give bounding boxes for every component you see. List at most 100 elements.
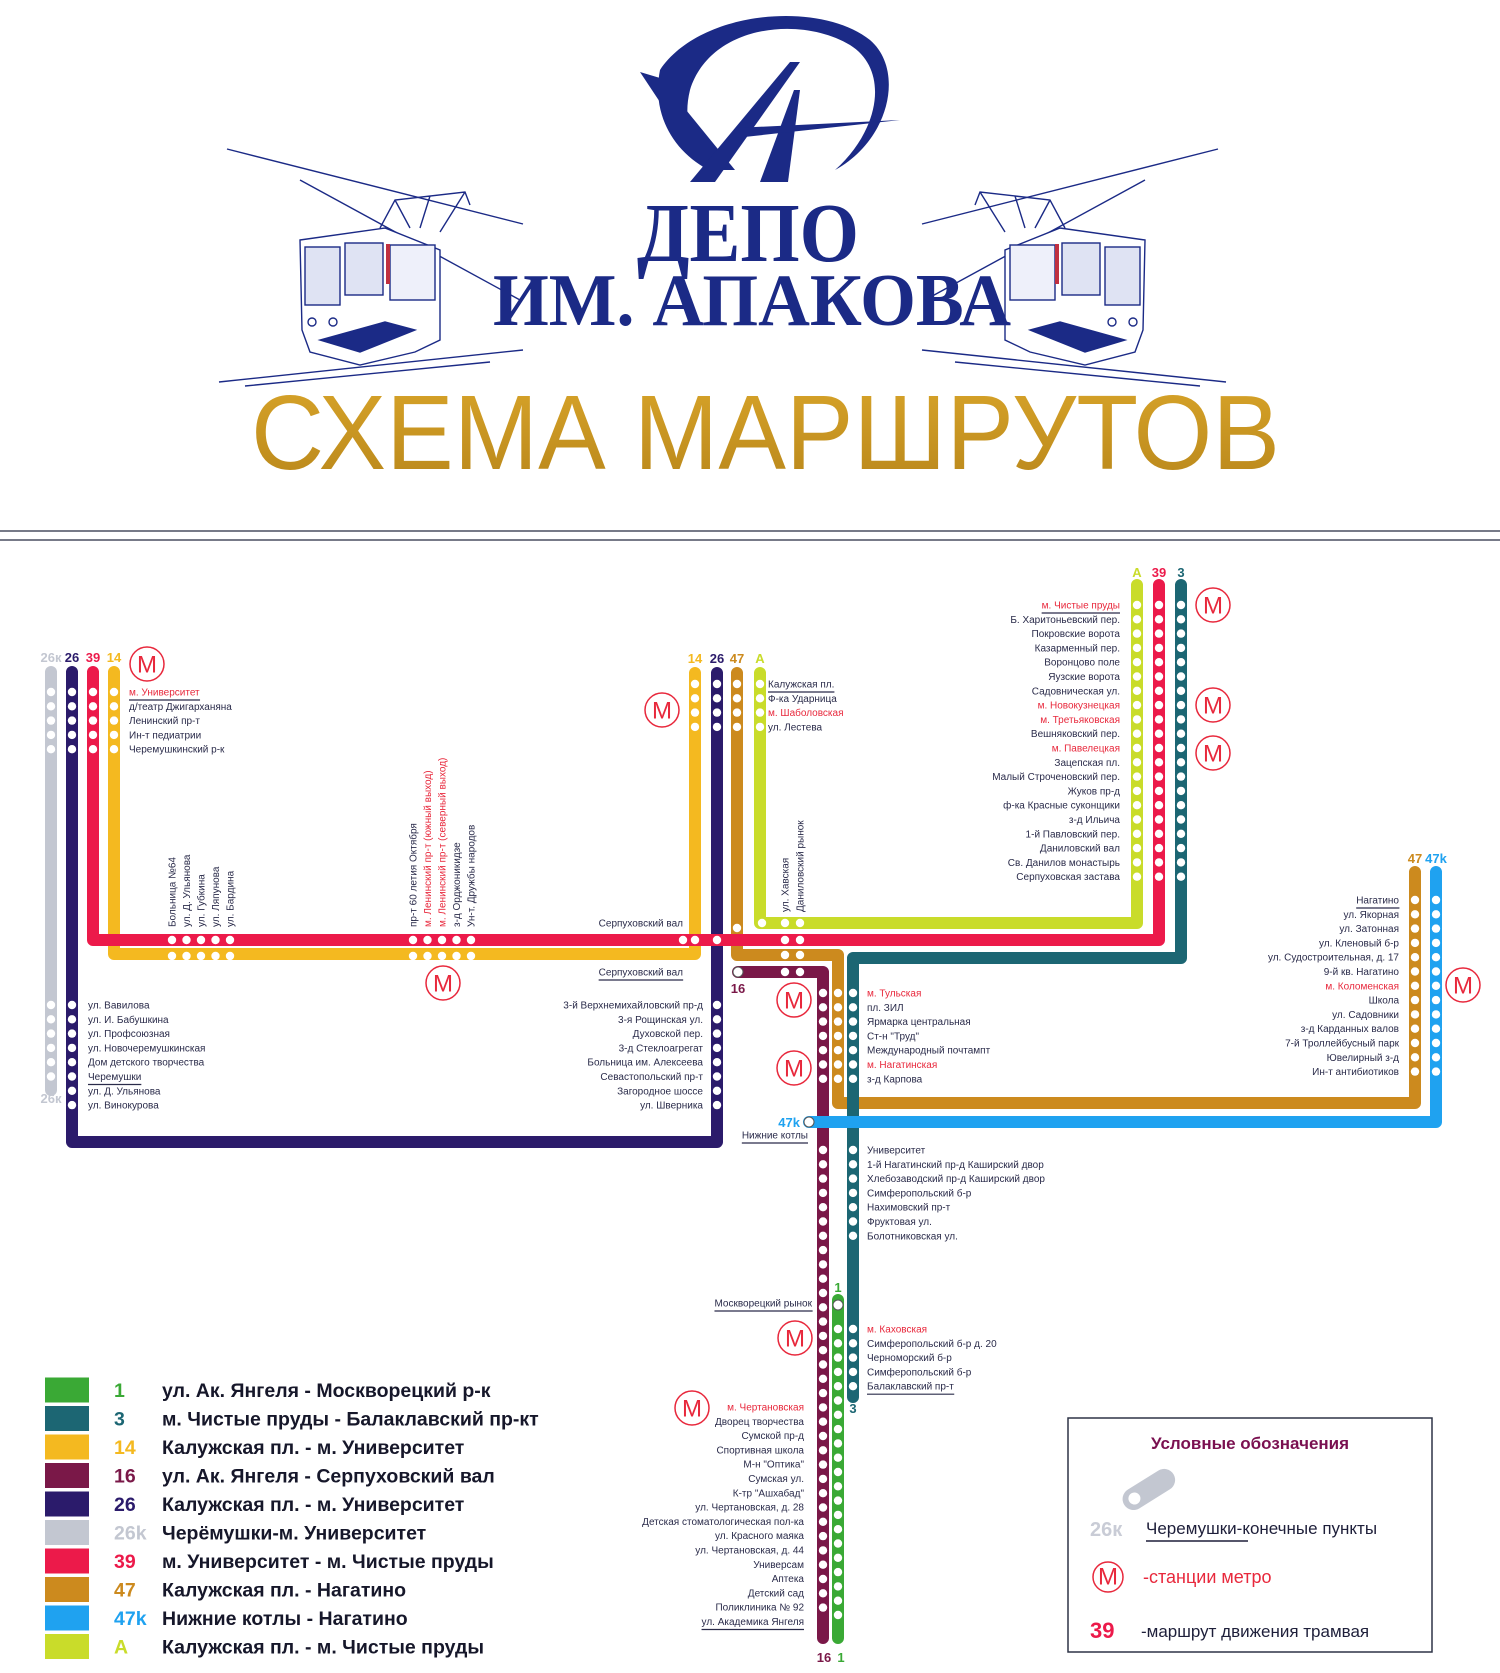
station-label: Черноморский б-р (867, 1352, 952, 1364)
stop-dot (1431, 1010, 1441, 1019)
legend-route-number: 3 (114, 1409, 125, 1431)
stop-dot (833, 1439, 843, 1448)
station-label: Детский сад (748, 1588, 804, 1599)
route-color-swatch (45, 1605, 89, 1631)
stop-dot (712, 679, 722, 689)
stop-dot (1154, 843, 1164, 853)
stop-dot (690, 694, 700, 703)
route-color-swatch (45, 1377, 89, 1403)
metro-circle (776, 982, 812, 1018)
stop-dot (1154, 829, 1164, 838)
stop-dot (848, 1046, 858, 1055)
station-label: Москворецкий рынок (714, 1299, 812, 1310)
stop-dot (848, 1003, 858, 1012)
stop-dot (1132, 772, 1142, 781)
station-label: ул. Лестева (768, 722, 823, 733)
station-label-vertical: ул. Ляпунова (211, 866, 222, 927)
stop-dot (67, 1086, 77, 1096)
stop-dot (1410, 910, 1420, 919)
stop-dot (833, 1467, 843, 1477)
station-label: 9-й кв. Нагатино (1324, 967, 1400, 978)
station-label: Спортивная школа (716, 1445, 804, 1456)
stop-dot (755, 708, 765, 717)
station-label: Казарменный пер. (1035, 643, 1120, 654)
station-label: м. Третьяковская (1040, 715, 1120, 726)
stop-dot (818, 1317, 828, 1326)
stop-dot (780, 935, 790, 945)
station-label: Симферопольский б-р (867, 1366, 972, 1378)
metro-letter: М (433, 971, 453, 998)
terminus-stop (832, 1299, 844, 1311)
stop-dot (1132, 643, 1142, 653)
metro-icon: М (1092, 1561, 1124, 1593)
stop-dot (712, 1058, 722, 1067)
station-label: Ст-н "Труд" (867, 1031, 919, 1042)
stop-dot (1176, 729, 1186, 738)
stop-dot (1132, 686, 1142, 695)
station-label: Балаклавский пр-т (867, 1382, 954, 1393)
stop-dot (848, 1060, 858, 1069)
station-label: Ин-т педиатрии (129, 730, 201, 741)
station-label: 1-й Нагатинский пр-д Каширский двор (867, 1160, 1044, 1171)
station-label: м. Тульская (867, 989, 921, 1000)
route-number-label: 39 (1152, 565, 1166, 580)
stop-dot (848, 1217, 858, 1226)
stop-dot (833, 1482, 843, 1491)
route-number-label: 26 (65, 650, 79, 665)
stop-dot (1410, 1010, 1420, 1019)
stop-dot (818, 1517, 828, 1527)
stop-dot (833, 988, 843, 998)
stop-dot (1431, 995, 1441, 1005)
stop-dot (848, 1074, 858, 1084)
stop-dot (1176, 715, 1186, 724)
stop-dot (833, 1017, 843, 1026)
station-label: м. Шаболовская (768, 707, 844, 719)
stop-dot (833, 1339, 843, 1348)
stop-dot (437, 951, 447, 961)
stop-dot (1431, 953, 1441, 962)
station-label: Симферопольский б-р (867, 1187, 972, 1199)
station-label: Болотниковская ул. (867, 1231, 958, 1242)
station-label: К-тр "Ашхабад" (733, 1487, 805, 1499)
stop-dot (1154, 658, 1164, 667)
metro-icon: М (674, 1390, 710, 1426)
station-label: 1-й Павловский пер. (1026, 829, 1120, 840)
stop-dot (88, 745, 98, 754)
stop-dot (1176, 843, 1186, 853)
stop-dot (1176, 786, 1186, 796)
route-line-14 (108, 666, 701, 960)
stop-dot (211, 935, 220, 945)
metro-icon: М (129, 646, 165, 682)
stop-dot (833, 1567, 843, 1577)
metro-letter: М (1453, 973, 1473, 1000)
route-line-47 (731, 667, 1421, 1109)
stop-dot (1154, 686, 1164, 695)
stop-dot (67, 745, 77, 754)
stop-dot (848, 1339, 858, 1348)
stop-dot (1176, 829, 1186, 838)
metro-circle (777, 1320, 813, 1356)
stop-dot (818, 1503, 828, 1512)
route-number-label: 39 (86, 650, 100, 665)
station-label: Зацепская пл. (1054, 758, 1120, 769)
station-label: ул. Красного маяка (715, 1531, 804, 1542)
stop-dot (732, 694, 742, 703)
stop-dot (67, 1000, 77, 1010)
stop-dot (818, 1245, 828, 1255)
stop-dot (196, 935, 206, 945)
station-label-vertical: м. Ленинский пр-т (южный выход) (423, 770, 434, 927)
station-label: м. Каховская (867, 1325, 927, 1336)
stop-dot (1132, 600, 1142, 610)
stop-dot (818, 1489, 828, 1498)
route-number-label: 47k (1425, 851, 1447, 866)
station-label-vertical: пр-т 60 летия Октября (408, 823, 420, 927)
stop-dot (833, 1060, 843, 1069)
stop-dot (818, 1174, 828, 1183)
stop-dot (818, 1217, 828, 1226)
station-label: Международный почтампт (867, 1046, 991, 1057)
stop-dot (46, 1072, 56, 1081)
stop-dot (1176, 686, 1186, 695)
